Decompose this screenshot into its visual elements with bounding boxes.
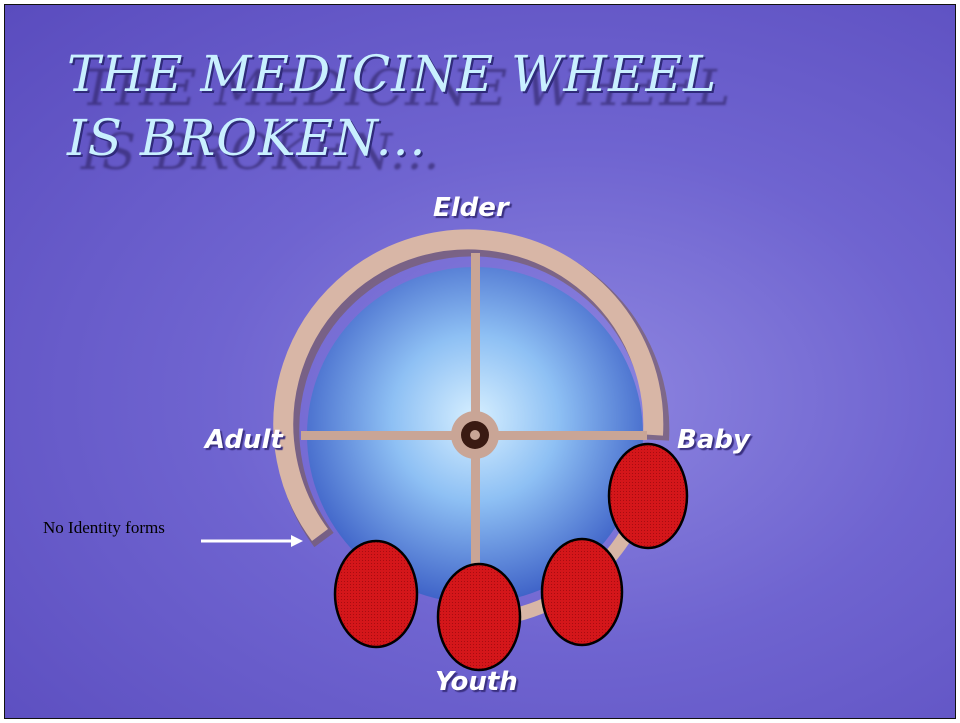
slide: THE MEDICINE WHEEL IS BROKEN... Elder Ad… [4, 4, 956, 719]
title-line-1: THE MEDICINE WHEEL [67, 45, 717, 103]
label-elder: Elder [433, 193, 509, 223]
title-line-2: IS BROKEN... [67, 109, 426, 167]
label-youth: Youth [435, 667, 518, 697]
label-adult: Adult [205, 425, 283, 455]
red-marker [335, 541, 417, 647]
hub-center [470, 430, 480, 440]
red-marker [542, 539, 622, 645]
red-marker [609, 444, 687, 548]
label-baby: Baby [677, 425, 750, 455]
no-identity-note: No Identity forms [43, 515, 193, 540]
red-marker [438, 564, 520, 670]
arrow-head [291, 535, 303, 547]
